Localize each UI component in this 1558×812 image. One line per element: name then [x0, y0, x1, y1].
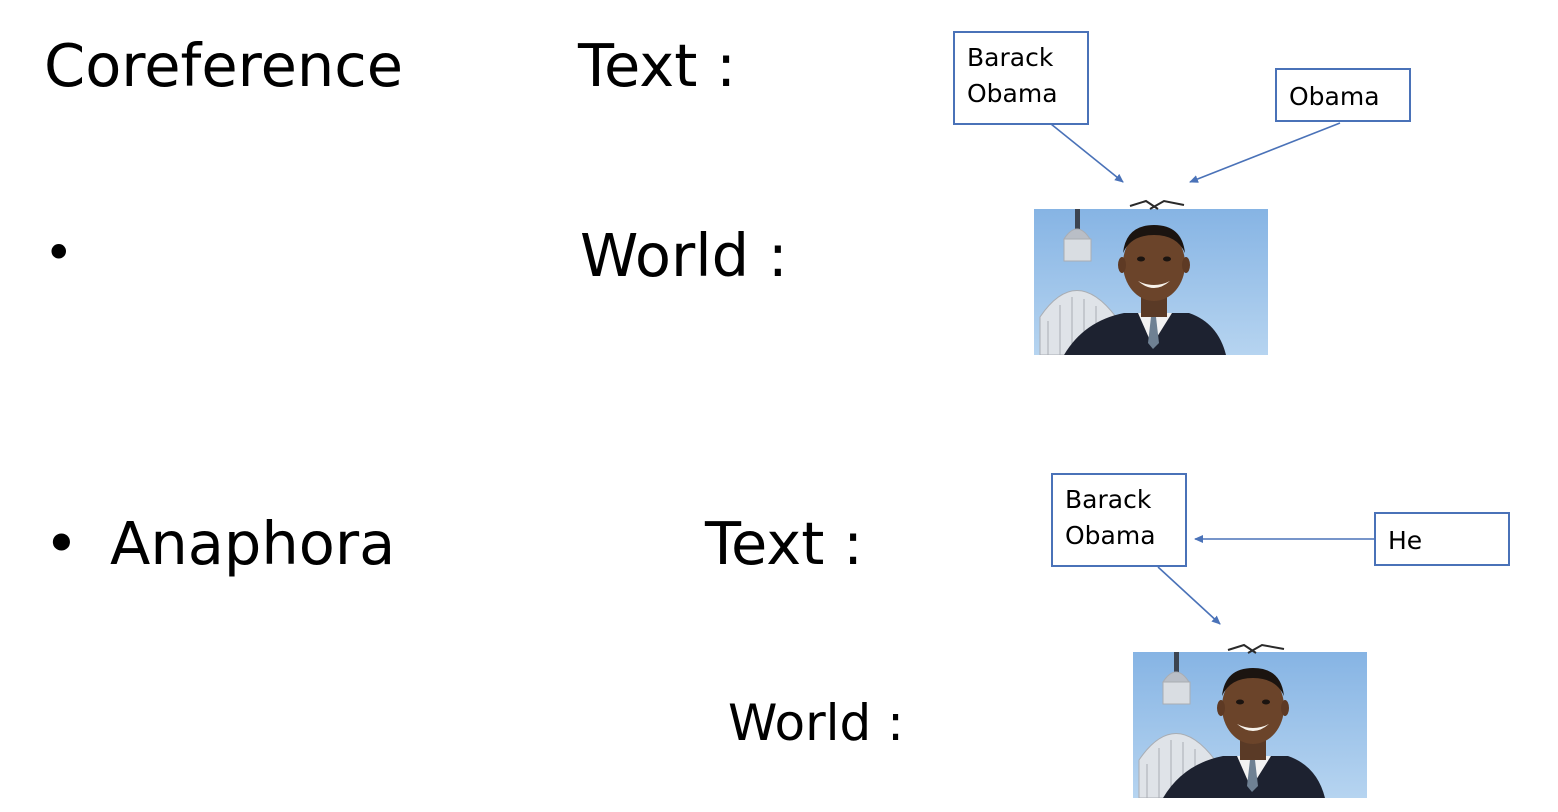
- text-label-anaphora: Text :: [705, 509, 863, 578]
- mention-box-barack-obama-1: Barack Obama: [953, 31, 1089, 125]
- mention-box-barack-obama-2: Barack Obama: [1051, 473, 1187, 567]
- mention-box-he: He: [1374, 512, 1510, 566]
- mention-line-barack: Barack: [967, 43, 1054, 72]
- world-label-anaphora: World :: [728, 694, 905, 752]
- mention-line-he: He: [1388, 526, 1423, 555]
- coreference-heading: Coreference: [44, 31, 404, 100]
- arrow-barack-obama-to-referent-2: [1157, 566, 1221, 625]
- mention-line-obama: Obama: [967, 79, 1058, 109]
- arrow-barack-obama-to-referent: [1050, 123, 1124, 183]
- bullet-anaphora: •: [44, 509, 79, 578]
- mention-line-obama: Obama: [1065, 521, 1156, 551]
- obama-figure: [1163, 668, 1325, 798]
- bullet-coreference: •: [44, 224, 74, 282]
- world-label-coreference: World :: [580, 221, 788, 290]
- mention-line-barack: Barack: [1065, 485, 1152, 514]
- photo-1-antenna-marks: [1129, 199, 1185, 210]
- obama-photo-1: [1034, 209, 1268, 355]
- obama-photo-2: [1133, 652, 1367, 798]
- arrow-obama-to-referent: [1189, 122, 1341, 183]
- text-label-coreference: Text :: [578, 31, 736, 100]
- mention-box-obama: Obama: [1275, 68, 1411, 122]
- mention-line-obama-short: Obama: [1289, 82, 1380, 111]
- obama-figure: [1064, 225, 1226, 355]
- anaphora-heading: Anaphora: [110, 509, 396, 578]
